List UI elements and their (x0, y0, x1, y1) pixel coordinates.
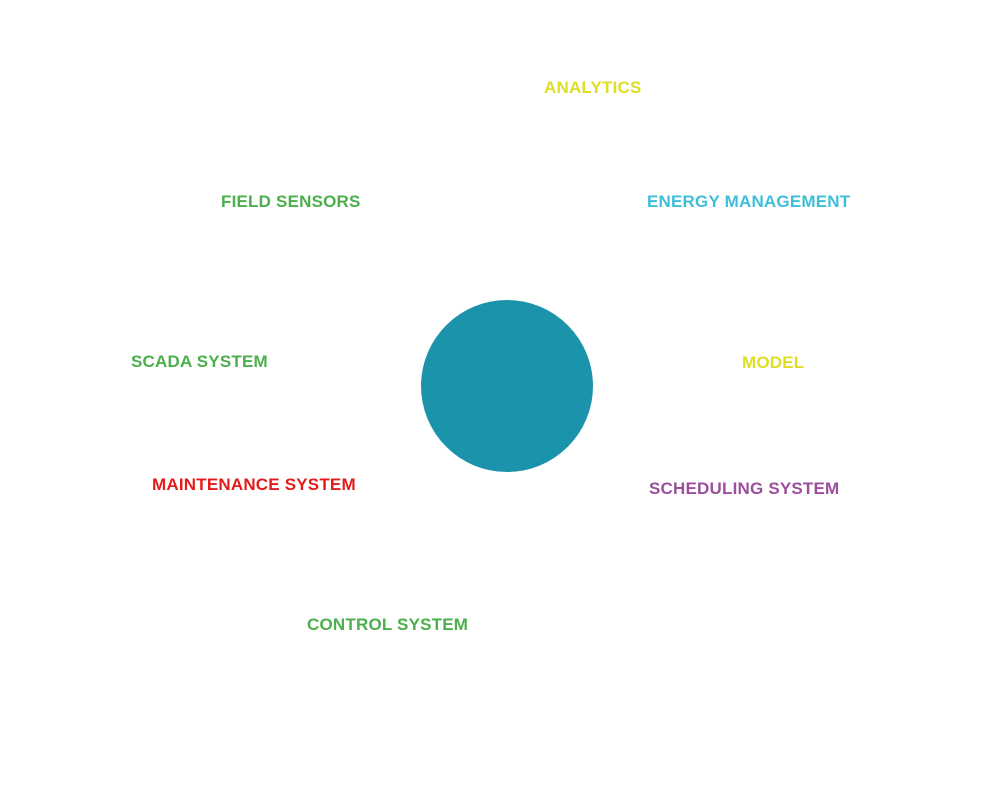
central-hub-circle (421, 300, 593, 472)
node-control-system: CONTROL SYSTEM (307, 615, 469, 634)
node-analytics: ANALYTICS (544, 78, 642, 97)
node-model: MODEL (742, 353, 805, 372)
node-field-sensors: FIELD SENSORS (221, 192, 361, 211)
node-scada-system: SCADA SYSTEM (131, 352, 268, 371)
node-energy-management: ENERGY MANAGEMENT (647, 192, 851, 211)
node-scheduling-system: SCHEDULING SYSTEM (649, 479, 840, 498)
node-maintenance-system: MAINTENANCE SYSTEM (152, 475, 356, 494)
